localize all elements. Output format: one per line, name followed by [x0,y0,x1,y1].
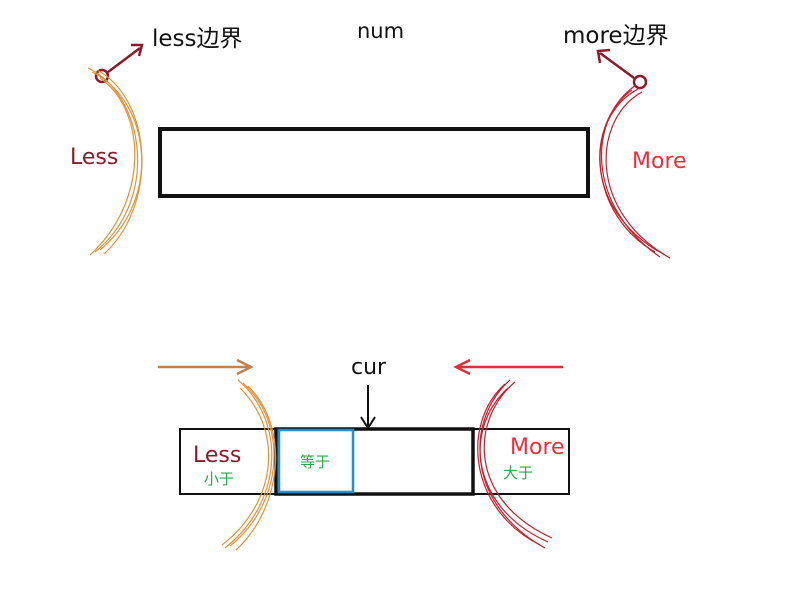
equal-segment-label: 等于 [300,453,331,471]
more-segment-box [472,428,570,495]
less-boundary-marker [94,43,144,84]
num-label: num [357,19,405,43]
more-move-arrow [453,358,563,376]
more-region-curve [599,84,671,259]
less-region-curve [87,67,143,256]
less-move-arrow [158,358,254,376]
less-segment-sublabel: 小于 [204,470,235,488]
more-region-label: More [632,149,687,174]
less-region-label: Less [70,145,119,170]
num-array-box [158,127,590,198]
more-segment-curve [477,379,553,549]
more-segment-sublabel: 大于 [503,464,534,482]
cur-pointer-arrow [360,385,376,430]
more-boundary-marker [596,48,648,90]
more-segment-label: More [510,435,565,460]
equal-segment-box [277,428,355,494]
less-segment-curve [221,379,277,551]
more-boundary-label: more边界 [563,23,669,49]
less-boundary-label: less边界 [152,26,243,52]
less-segment-label: Less [193,443,242,468]
cur-label: cur [351,355,387,380]
